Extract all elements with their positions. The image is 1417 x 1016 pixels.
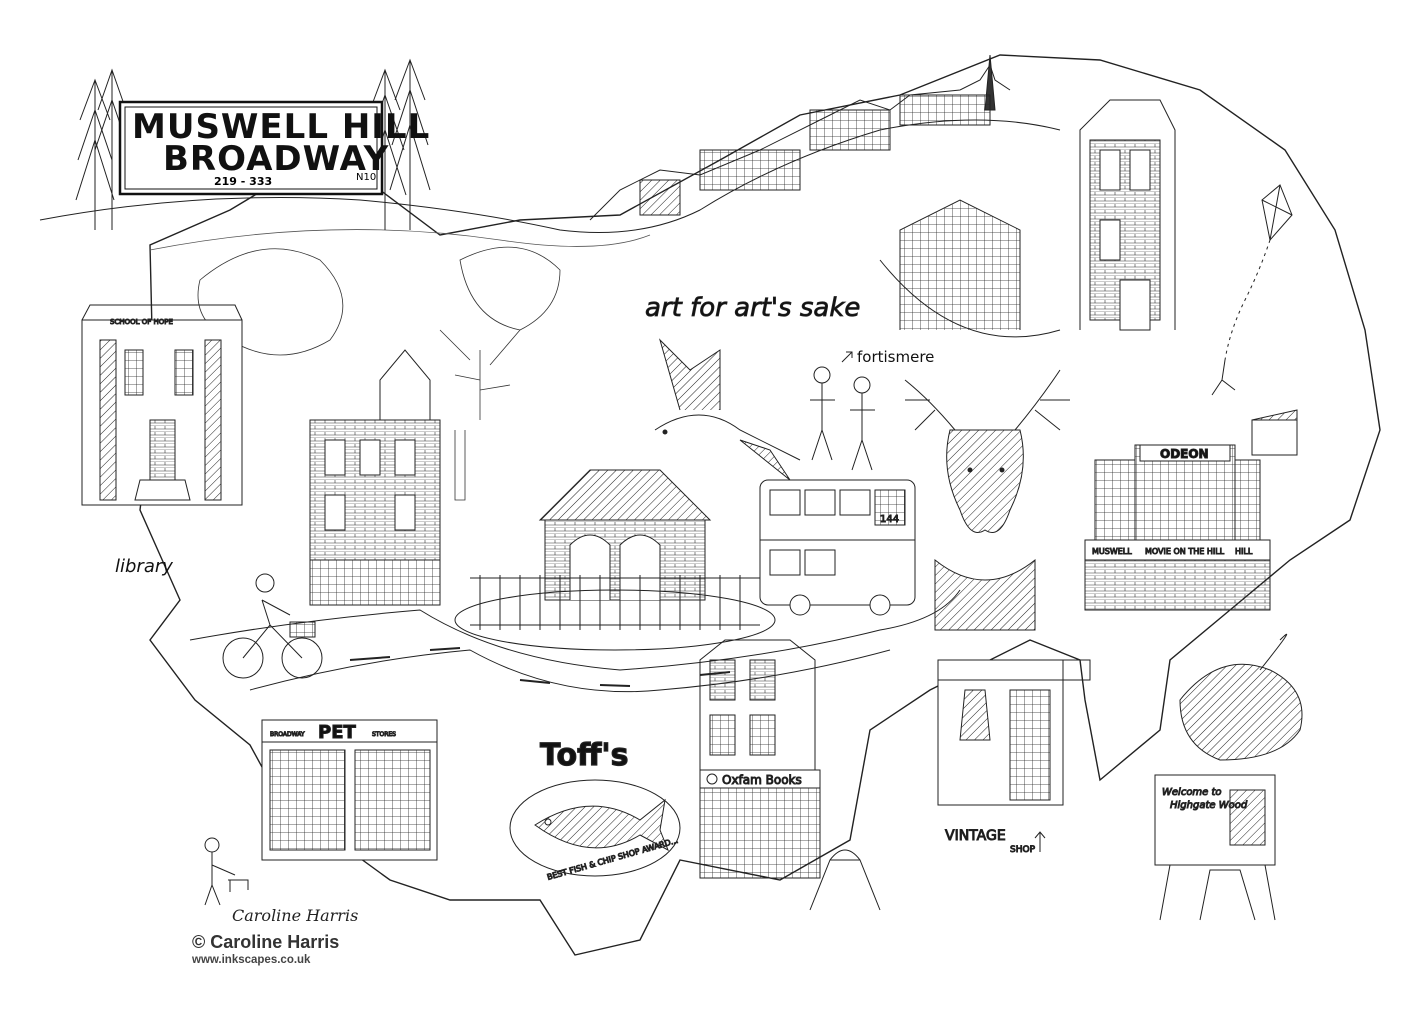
pine-trees: [75, 58, 431, 230]
oxfam-bookshop: Oxfam Books: [699, 639, 821, 879]
sign-title-line2: BROADWAY: [163, 139, 389, 179]
hill-line: [39, 119, 1061, 233]
trees: [197, 246, 561, 501]
corner-shop-building: [309, 349, 441, 606]
dog-walker: [204, 837, 249, 906]
victorian-house: [879, 99, 1176, 338]
welcome-sign-1: Welcome to: [1162, 787, 1222, 798]
oxfam-sign: Oxfam Books: [722, 773, 802, 787]
odeon-sign: ODEON: [1160, 447, 1209, 461]
road: [189, 589, 961, 693]
fortismere-label: fortismere: [857, 348, 934, 366]
sign-title-line1: MUSWELL HILL: [132, 107, 430, 147]
cat-welcome-sign: Welcome to Highgate Wood: [1154, 633, 1303, 921]
cyclist: [222, 573, 323, 679]
toffs-fish-sign: Toff's BEST FISH & CHIP SHOP AWARD...: [509, 737, 681, 882]
bus: 144: [759, 479, 916, 616]
clapperboard-icon: [1251, 409, 1298, 456]
pet-shop-left: BROADWAY: [270, 731, 305, 738]
website-link[interactable]: www.inkscapes.co.uk: [192, 954, 311, 966]
artist-signature: Caroline Harris: [232, 906, 359, 925]
toffs-title: Toff's: [540, 738, 628, 773]
odeon-canopy-end: HILL: [1235, 547, 1253, 556]
kite: [1211, 184, 1293, 396]
vintage-shop: VINTAGE SHOP: [937, 659, 1091, 856]
odeon-cinema: ODEON MUSWELL MOVIE ON THE HILL HILL: [1084, 444, 1271, 611]
odeon-canopy-left: MUSWELL: [1092, 547, 1132, 556]
up-arrow-icon: [1034, 831, 1046, 852]
welcome-sign-2: Highgate Wood: [1170, 800, 1248, 811]
vintage-shop-label: SHOP: [1010, 845, 1036, 855]
pet-shop: PET BROADWAY STORES: [261, 719, 438, 861]
broadway-sign: MUSWELL HILL BROADWAY 219 - 333 N10: [118, 100, 430, 196]
figures: [810, 366, 875, 471]
school-sign: SCHOOL OF HOPE: [110, 318, 173, 326]
credit-block: © Caroline Harris www.inkscapes.co.uk: [192, 932, 339, 966]
bandstand: [454, 469, 776, 651]
school-building: SCHOOL OF HOPE: [81, 304, 243, 506]
library-label: library: [115, 556, 173, 577]
bird: [654, 338, 801, 481]
sign-postcode: N10: [356, 172, 376, 183]
sign-street-numbers: 219 - 333: [214, 175, 272, 188]
pet-shop-right: STORES: [372, 731, 396, 738]
stag: [904, 369, 1070, 631]
bus-route: 144: [880, 514, 899, 525]
art-slogan: art for art's sake: [645, 293, 860, 323]
tree-stump: [809, 849, 1256, 921]
fortismere-arrow-icon: [841, 351, 853, 363]
map-boundary: [139, 54, 1381, 956]
pet-shop-sign: PET: [318, 722, 356, 743]
vintage-label: VINTAGE: [945, 828, 1006, 844]
copyright-text: © Caroline Harris: [192, 932, 340, 952]
odeon-canopy-right: MOVIE ON THE HILL: [1145, 547, 1225, 556]
alexandra-palace: [589, 54, 1011, 221]
